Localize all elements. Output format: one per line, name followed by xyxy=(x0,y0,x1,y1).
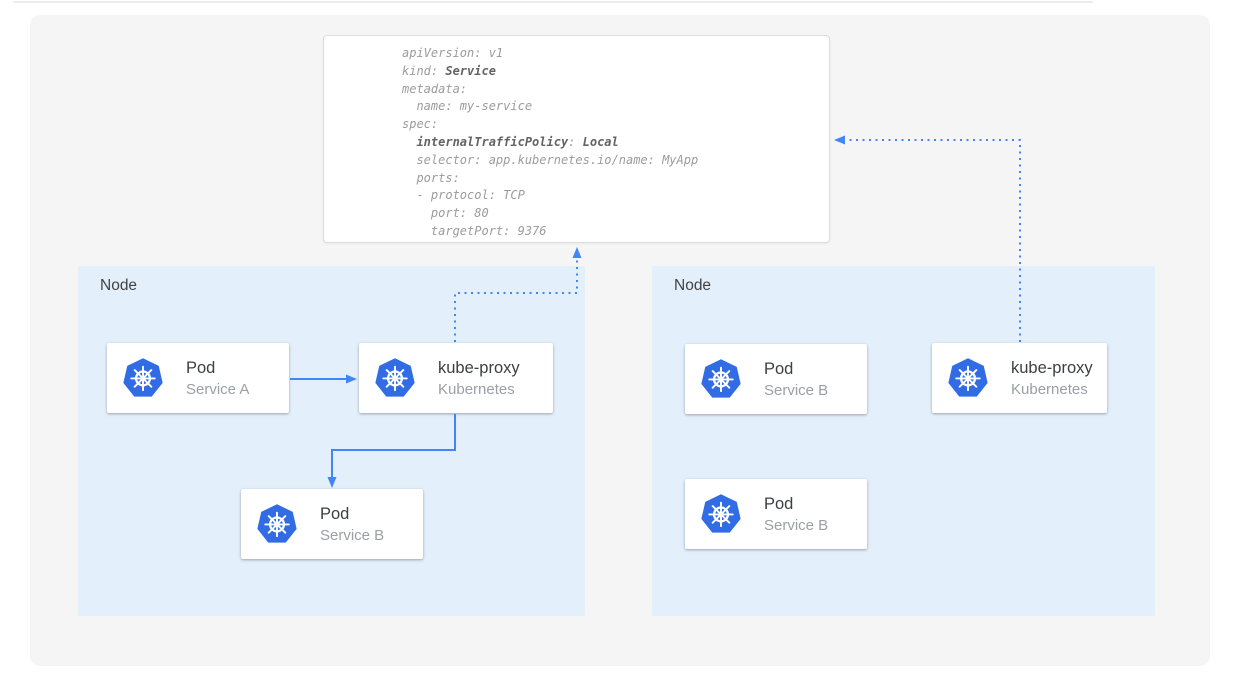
page-top-border xyxy=(13,1,1093,3)
kubernetes-icon xyxy=(947,357,989,399)
card-title: kube-proxy xyxy=(1011,358,1093,377)
yaml-manifest-panel: apiVersion: v1 kind: Service metadata: n… xyxy=(323,35,830,243)
yaml-line: targetPort: 9376 xyxy=(402,223,547,238)
yaml-code: apiVersion: v1 kind: Service metadata: n… xyxy=(402,45,829,241)
card-subtitle: Service B xyxy=(320,526,385,544)
card-pod-service-b-right-top: Pod Service B xyxy=(685,344,867,414)
yaml-line: metadata: xyxy=(402,81,468,96)
kubernetes-icon xyxy=(256,503,298,545)
yaml-line: apiVersion: v1 xyxy=(402,46,504,60)
card-pod-service-a: Pod Service A xyxy=(107,343,289,413)
card-title: Pod xyxy=(764,494,794,513)
card-subtitle: Service B xyxy=(764,516,829,534)
kubernetes-icon xyxy=(122,357,164,399)
yaml-line: ports: xyxy=(402,170,460,185)
card-pod-service-b-left: Pod Service B xyxy=(241,489,423,559)
node-label: Node xyxy=(100,277,138,294)
card-title: Pod xyxy=(186,358,216,377)
yaml-line: selector: app.kubernetes.io/name: MyApp xyxy=(402,152,699,167)
card-subtitle: Service A xyxy=(186,380,250,398)
card-kube-proxy-left: kube-proxy Kubernetes xyxy=(359,343,553,413)
card-subtitle: Service B xyxy=(764,381,829,399)
node-box-left: Node xyxy=(78,266,585,616)
card-subtitle: Kubernetes xyxy=(438,380,515,398)
yaml-line: - protocol: TCP xyxy=(402,188,525,203)
card-title: Pod xyxy=(320,504,350,523)
yaml-line: name: my-service xyxy=(402,99,533,114)
card-kube-proxy-right: kube-proxy Kubernetes xyxy=(932,343,1107,413)
yaml-line: spec: xyxy=(402,117,439,132)
yaml-line: kind: Service xyxy=(402,63,496,78)
kubernetes-icon xyxy=(700,358,742,400)
yaml-line: port: 80 xyxy=(402,206,489,221)
kubernetes-icon xyxy=(700,493,742,535)
card-title: kube-proxy xyxy=(438,358,520,377)
card-subtitle: Kubernetes xyxy=(1011,380,1088,398)
card-title: Pod xyxy=(764,359,794,378)
node-box-right: Node xyxy=(652,266,1155,616)
node-label: Node xyxy=(674,277,712,294)
kubernetes-icon xyxy=(374,357,416,399)
yaml-line: internalTrafficPolicy: Local xyxy=(416,134,619,149)
card-pod-service-b-right-bottom: Pod Service B xyxy=(685,479,867,549)
